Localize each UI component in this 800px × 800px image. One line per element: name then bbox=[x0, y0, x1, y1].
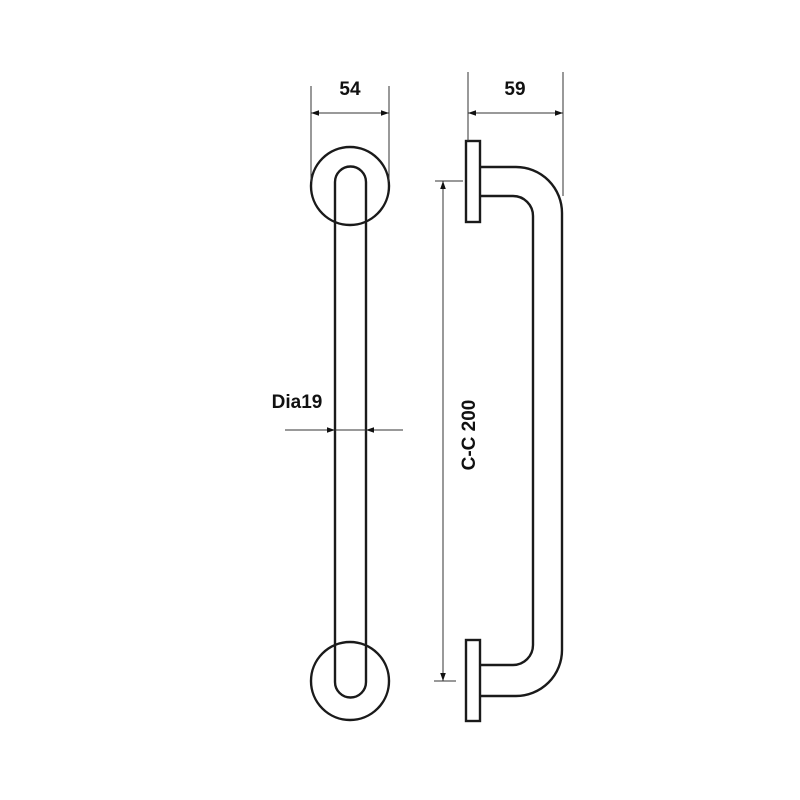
side-view: 59 C-C 200 bbox=[434, 72, 564, 723]
top-rose bbox=[309, 145, 391, 227]
dimension-rose-diameter: 54 bbox=[339, 79, 361, 100]
dimension-center-to-center: C-C 200 bbox=[459, 400, 480, 471]
bottom-rose bbox=[309, 640, 391, 722]
top-plate bbox=[464, 139, 482, 224]
front-view: 54 Dia19 bbox=[272, 79, 403, 722]
bottom-plate bbox=[464, 638, 482, 723]
bar-inner-edge bbox=[480, 194, 535, 667]
bar-outer-edge bbox=[480, 165, 564, 698]
dimension-bar-diameter: Dia19 bbox=[272, 392, 323, 413]
bar-front bbox=[333, 165, 368, 699]
dimension-projection: 59 bbox=[504, 79, 525, 100]
